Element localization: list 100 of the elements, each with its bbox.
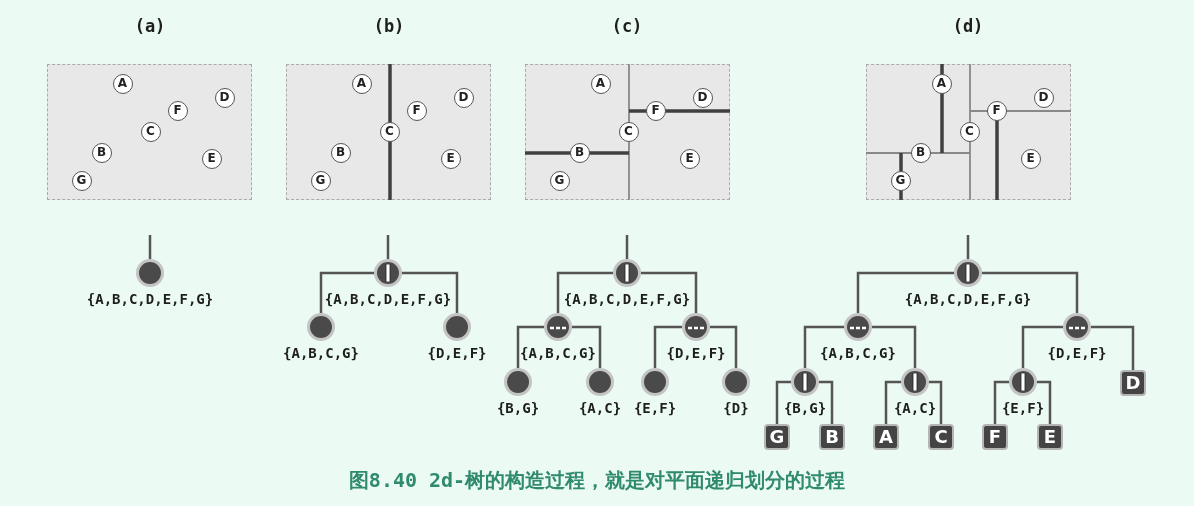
set-label: {D,E,F} bbox=[666, 345, 726, 361]
set-label: {B,G} bbox=[783, 400, 827, 416]
plane-panel bbox=[286, 64, 491, 200]
tree-node-circle bbox=[954, 259, 982, 287]
point-circle: F bbox=[986, 100, 1007, 121]
point-circle: G bbox=[71, 170, 92, 191]
leaf-box: E bbox=[1037, 424, 1063, 450]
point-circle: B bbox=[569, 142, 590, 163]
point-circle: A bbox=[931, 73, 952, 94]
point-circle: E bbox=[201, 148, 222, 169]
set-label: {A,B,C,G} bbox=[820, 345, 896, 361]
set-label: {D,E,F} bbox=[1047, 345, 1107, 361]
point-circle: F bbox=[406, 100, 427, 121]
point-circle: F bbox=[167, 100, 188, 121]
tree-branch-line bbox=[982, 271, 1079, 313]
point-circle: A bbox=[112, 73, 133, 94]
tree-node-circle bbox=[722, 368, 750, 396]
plane-panel bbox=[47, 64, 252, 200]
set-label: {A,B,C,G} bbox=[283, 345, 359, 361]
tree-branch-line bbox=[319, 271, 374, 313]
tree-branch-line bbox=[572, 325, 602, 368]
set-label: {D} bbox=[723, 400, 749, 416]
plane-panel bbox=[866, 64, 1071, 200]
point-circle: D bbox=[692, 87, 713, 108]
set-label: {E,F} bbox=[1001, 400, 1045, 416]
point-circle: D bbox=[1033, 87, 1054, 108]
tree-node-circle bbox=[1009, 368, 1037, 396]
tree-branch-line bbox=[856, 271, 954, 313]
leaf-box: F bbox=[982, 424, 1008, 450]
point-circle: A bbox=[590, 73, 611, 94]
tree-branch-line bbox=[625, 235, 629, 259]
panel-label: (b) bbox=[373, 16, 405, 36]
tree-node-circle bbox=[307, 313, 335, 341]
leaf-box: G bbox=[764, 424, 790, 450]
set-label: {A,C} bbox=[578, 400, 622, 416]
point-circle: C bbox=[618, 121, 639, 142]
tree-node-circle bbox=[641, 368, 669, 396]
tree-branch-line bbox=[775, 380, 791, 424]
tree-branch-line bbox=[653, 325, 682, 368]
point-circle: B bbox=[330, 142, 351, 163]
point-circle: E bbox=[679, 148, 700, 169]
tree-branch-line bbox=[1091, 325, 1135, 370]
point-circle: D bbox=[453, 87, 474, 108]
panel-label: (c) bbox=[611, 16, 643, 36]
tree-branch-line bbox=[929, 380, 943, 424]
point-circle: E bbox=[440, 148, 461, 169]
point-circle: G bbox=[890, 170, 911, 191]
point-circle: C bbox=[379, 121, 400, 142]
tree-branch-line bbox=[516, 325, 544, 368]
tree-node-circle bbox=[682, 313, 710, 341]
set-label: {A,C} bbox=[893, 400, 937, 416]
point-circle: E bbox=[1020, 148, 1041, 169]
tree-branch-line bbox=[386, 235, 390, 259]
tree-node-circle bbox=[613, 259, 641, 287]
tree-branch-line bbox=[993, 380, 1009, 424]
point-circle: B bbox=[910, 142, 931, 163]
tree-branch-line bbox=[148, 235, 152, 259]
leaf-box: D bbox=[1120, 370, 1146, 396]
tree-node-circle bbox=[791, 368, 819, 396]
tree-node-circle bbox=[901, 368, 929, 396]
tree-node-circle bbox=[136, 259, 164, 287]
point-circle: G bbox=[549, 170, 570, 191]
set-label: {E,F} bbox=[633, 400, 677, 416]
tree-node-circle bbox=[844, 313, 872, 341]
tree-branch-line bbox=[402, 271, 459, 313]
tree-branch-line bbox=[556, 271, 613, 313]
tree-node-circle bbox=[374, 259, 402, 287]
tree-branch-line bbox=[803, 325, 844, 368]
tree-node-circle bbox=[504, 368, 532, 396]
plane-panel bbox=[525, 64, 730, 200]
tree-branch-line bbox=[966, 235, 970, 259]
tree-branch-line bbox=[1037, 380, 1052, 424]
set-label: {D,E,F} bbox=[427, 345, 487, 361]
tree-branch-line bbox=[641, 271, 698, 313]
tree-branch-line bbox=[710, 325, 738, 368]
tree-node-circle bbox=[586, 368, 614, 396]
panel-label: (a) bbox=[134, 16, 166, 36]
set-label: {A,B,C,D,E,F,G} bbox=[324, 291, 452, 307]
leaf-box: A bbox=[873, 424, 899, 450]
tree-node-circle bbox=[544, 313, 572, 341]
set-label: {A,B,C,D,E,F,G} bbox=[563, 291, 691, 307]
tree-branch-line bbox=[1021, 325, 1063, 368]
point-circle: G bbox=[310, 170, 331, 191]
panel-label: (d) bbox=[952, 16, 984, 36]
tree-branch-line bbox=[884, 380, 901, 424]
set-label: {A,B,C,G} bbox=[520, 345, 596, 361]
point-circle: F bbox=[645, 100, 666, 121]
set-label: {A,B,C,D,E,F,G} bbox=[86, 291, 214, 307]
leaf-box: B bbox=[819, 424, 845, 450]
tree-branch-line bbox=[872, 325, 917, 368]
point-circle: C bbox=[959, 121, 980, 142]
point-circle: A bbox=[351, 73, 372, 94]
set-label: {A,B,C,D,E,F,G} bbox=[904, 291, 1032, 307]
tree-node-circle bbox=[1063, 313, 1091, 341]
tree-node-circle bbox=[443, 313, 471, 341]
figure-caption: 图8.40 2d-树的构造过程，就是对平面递归划分的过程 bbox=[348, 467, 846, 494]
tree-branch-line bbox=[819, 380, 834, 424]
point-circle: B bbox=[91, 142, 112, 163]
point-circle: D bbox=[214, 87, 235, 108]
leaf-box: C bbox=[928, 424, 954, 450]
